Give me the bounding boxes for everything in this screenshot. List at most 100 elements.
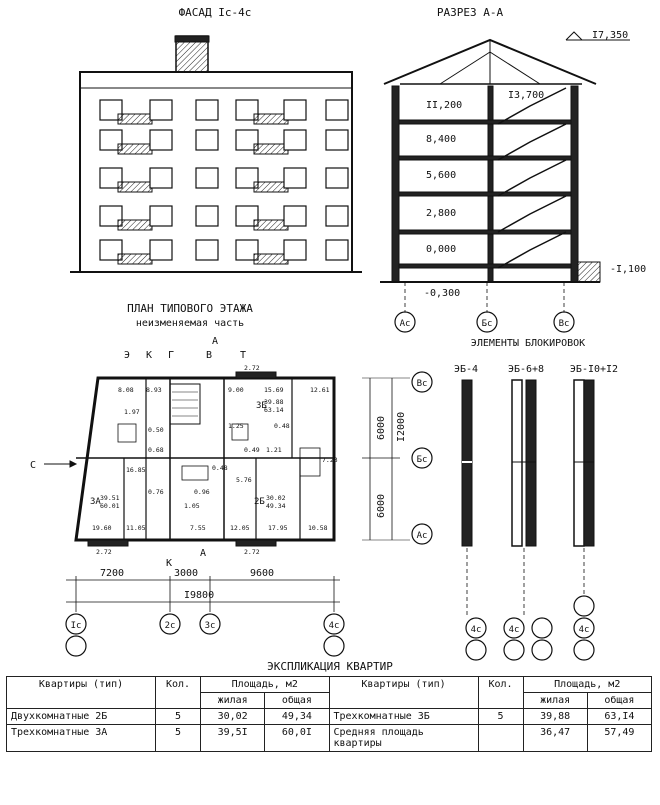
facade-window [149,205,173,227]
stair-flight [497,87,567,125]
col-count: Кол. [477,676,524,709]
room-area: 0.96 [194,488,210,496]
facade-window [149,167,173,189]
facade-window [325,239,349,261]
axis-label: Iс [71,621,82,631]
axis-label: Бс [417,455,428,465]
cell: 5 [155,708,201,725]
facade-balcony [253,113,289,125]
blocks-drawing [461,379,595,661]
room-area: 16.85 [126,466,146,474]
elevation-label: 2,800 [426,208,456,219]
blocks-title: ЭЛЕМЕНТЫ БЛОКИРОВОК [471,338,585,349]
stair-flight [497,231,567,269]
apartment-type: 3Б [256,401,267,411]
cut-mark: В [206,350,212,361]
facade-window [195,205,219,227]
facade-balcony [253,181,289,193]
dim-horizontal: I9800 [184,590,214,601]
room-area: 15.69 [264,386,284,394]
room-area: 1.05 [184,502,200,510]
facade-window [149,239,173,261]
dim-horizontal: 7200 [100,568,124,579]
explication-title: ЭКСПЛИКАЦИЯ КВАРТИР [267,660,393,673]
axis-label: 2с [165,621,176,631]
col-total: общая [586,692,653,709]
facade-window [283,239,307,261]
col-living: жилая [522,692,588,709]
axis-label: 4с [509,625,520,635]
block-label: ЭБ-I0+I2 [570,364,618,375]
room-area: 1.21 [266,446,282,454]
elevation-label: -I,100 [610,264,646,275]
cell: Трехкомнатные 3А [6,724,156,752]
axis-label: Бс [482,319,493,329]
facade-window [149,99,173,121]
section-floor [398,263,572,269]
room-area: 8.93 [146,386,162,394]
cell: 49,34 [264,708,330,725]
room-area: 0.48 [274,422,290,430]
facade-window [99,239,123,261]
room-area: 5.76 [236,476,252,484]
facade-window [283,205,307,227]
facade-window [149,129,173,151]
apartment-total: 60.01 [100,502,120,510]
section-title: РАЗРЕЗ А-А [437,6,504,19]
apartment-total: 49.34 [266,502,286,510]
elevation-label: I3,700 [508,90,544,101]
cell: 60,0I [264,724,330,752]
facade-window [283,167,307,189]
axis-label: 4с [579,625,590,635]
facade-title: ФАСАД Iс-4с [179,6,252,19]
facade-drawing [70,35,362,273]
explication-table: Квартиры (тип) Кол. Площадь, м2 Квартиры… [6,676,653,752]
facade-window [99,99,123,121]
stair-flight [497,159,567,197]
stair-flight [497,195,567,233]
facade-window [283,99,307,121]
plan-drawing [44,371,433,657]
elevation-label: -0,300 [424,288,460,299]
facade-window [99,129,123,151]
cell: 5 [155,724,201,752]
axis-label: Вс [417,379,428,389]
table-row: Двухкомнатные 2Б 5 30,02 49,34 Трехкомна… [6,708,653,725]
table-row: Трехкомнатные 3А 5 39,5I 60,0I Средняя п… [6,724,653,752]
room-area: 19.60 [92,524,112,532]
facade-window [235,239,259,261]
dim-horizontal: 9600 [250,568,274,579]
cell: 57,49 [586,724,653,752]
facade-window [235,205,259,227]
section-floor [398,155,572,161]
section-floor [398,191,572,197]
room-area: 9.00 [228,386,244,394]
cell [477,724,524,752]
apartment-total: 63.14 [264,406,284,414]
facade-window [235,99,259,121]
room-area: 11.05 [126,524,146,532]
facade-window [325,129,349,151]
room-area: 12.61 [310,386,330,394]
room-area: 0.76 [148,488,164,496]
cell: 5 [477,708,524,725]
cell: 30,02 [199,708,266,725]
cut-mark: А [200,548,206,559]
facade-window [195,167,219,189]
col-apartments: Квартиры (тип) [6,676,156,709]
apartment-living: 30.02 [266,494,286,502]
facade-window [325,167,349,189]
facade-window [283,129,307,151]
room-area: 0.48 [212,464,228,472]
cell: 36,47 [522,724,588,752]
cell: 63,I4 [586,708,653,725]
block-label: ЭБ-4 [454,364,478,375]
facade-balcony [253,143,289,155]
balcony-dim: 2.72 [96,548,112,556]
col-area: Площадь, м2 [522,676,652,693]
col-count: Кол. [155,676,201,709]
axis-label: 3с [205,621,216,631]
col-apartments: Квартиры (тип) [328,676,479,709]
cell: 39,5I [199,724,266,752]
room-area: 7.23 [322,456,338,464]
